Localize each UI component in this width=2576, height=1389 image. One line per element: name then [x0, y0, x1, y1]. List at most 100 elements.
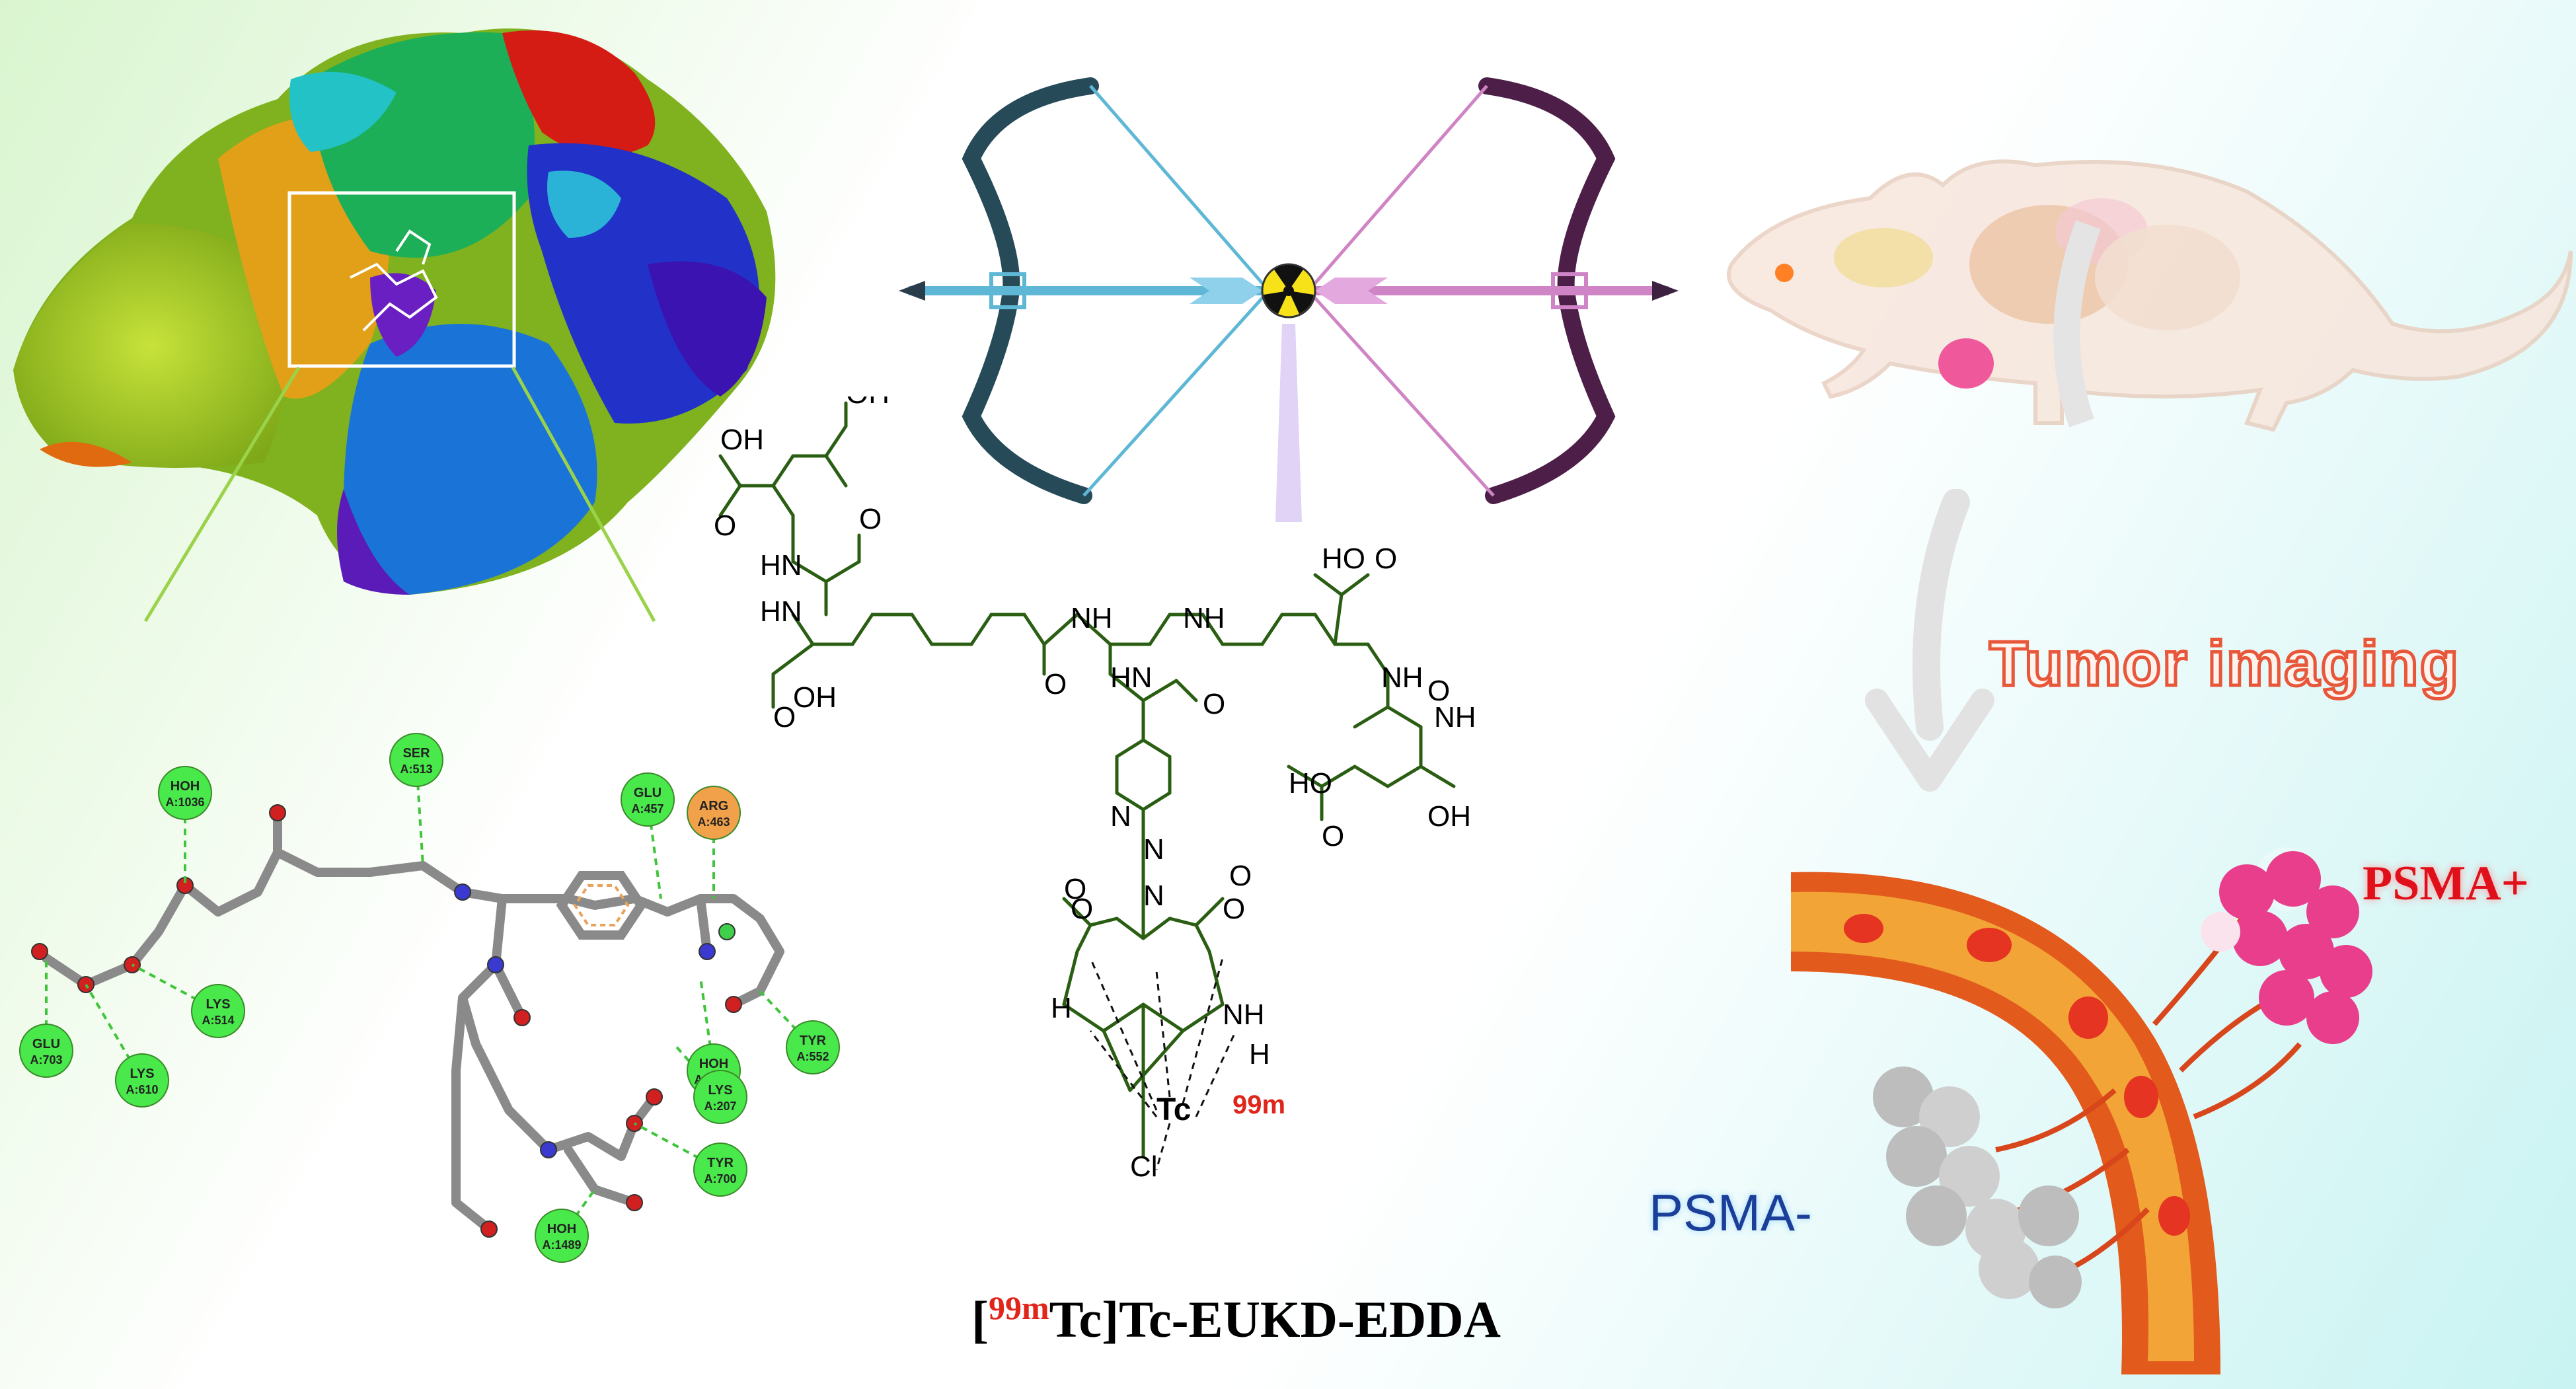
zoom-line-left — [143, 366, 301, 622]
residue-hoh-a-1036: HOH A:1036 — [158, 766, 212, 820]
title-bracket: [ — [971, 1291, 989, 1348]
chem-atom-label: NH — [1183, 602, 1225, 634]
left-bow — [899, 77, 1270, 504]
chem-atom-label: N — [1143, 833, 1164, 866]
ligand-in-pocket — [350, 229, 438, 332]
chem-atom-label: N — [1110, 800, 1131, 833]
protein-surface-panel — [13, 28, 776, 622]
chem-atom-label: H — [1249, 1038, 1270, 1070]
blood-vessel — [1791, 872, 2220, 1374]
chem-atom-label: O — [1203, 688, 1225, 720]
chem-atom-label: O — [1375, 543, 1397, 575]
residue-name: GLU — [32, 1037, 60, 1051]
psma-positive-tumor — [2201, 847, 2372, 1044]
chem-atom-label: O — [714, 509, 736, 542]
residue-id: A:457 — [631, 802, 663, 815]
chem-atom-label: H — [1051, 992, 1072, 1024]
chem-atom-label: HO — [1289, 767, 1332, 800]
residue-name: HOH — [170, 779, 200, 794]
residue-arg-a-463: ARG A:463 — [687, 786, 741, 840]
residue-id: A:463 — [697, 815, 730, 829]
compound-title: [99mTc]Tc-EUKD-EDDA — [971, 1289, 1501, 1349]
chem-atom-label: O — [1427, 675, 1450, 707]
chem-atom-label: O — [1223, 893, 1245, 925]
residue-name: HOH — [699, 1057, 728, 1071]
chemical-structure: OHOOHHNOHNOHONHOHNONHHOONHONHHOOHONNNOOH… — [714, 396, 1476, 1183]
chem-atom-label: Cl — [1130, 1150, 1158, 1183]
coordination-bonds — [1089, 957, 1237, 1170]
chem-atom-label: O — [1071, 893, 1093, 925]
residue-lys-a-610: LYS A:610 — [115, 1053, 169, 1107]
residue-lys-a-207: LYS A:207 — [693, 1070, 747, 1124]
tumor-imaging-label: Tumor imaging — [1987, 627, 2460, 701]
chem-atom-label: NH — [1381, 661, 1423, 694]
chem-atom-label: N — [1143, 880, 1164, 912]
psma-positive-label: PSMA+ — [2363, 856, 2529, 911]
chem-atom-label: HN — [760, 595, 802, 628]
vessel-tumor-illustration — [1791, 847, 2372, 1374]
right-bow — [1307, 77, 1679, 504]
bow-and-arrow-graphic — [899, 77, 1679, 522]
residue-tyr-a-700: TYR A:700 — [693, 1143, 747, 1197]
mouse-illustration — [1727, 159, 2573, 432]
residue-glu-a-703: GLU A:703 — [19, 1024, 73, 1078]
chem-atom-label: NH — [1223, 998, 1265, 1031]
residue-ser-a-513: SER A:513 — [389, 733, 443, 787]
down-arrow-graphic — [1865, 489, 1994, 792]
residue-id: A:207 — [704, 1100, 736, 1113]
residue-name: ARG — [699, 799, 728, 813]
residue-id: A:1036 — [165, 796, 204, 809]
mouse-body — [1727, 159, 2573, 432]
residue-id: A:513 — [400, 763, 432, 776]
chem-atom-label: O — [1044, 668, 1067, 700]
residue-name: SER — [402, 746, 430, 761]
residue-id: A:552 — [796, 1050, 829, 1063]
residue-id: A:514 — [202, 1014, 234, 1027]
residue-name: LYS — [130, 1067, 154, 1081]
pyridine-ring — [556, 871, 647, 940]
chem-atom-label: NH — [1434, 701, 1476, 733]
chem-atom-label: O — [1322, 820, 1344, 852]
residue-name: TYR — [800, 1033, 827, 1048]
residue-name: GLU — [634, 786, 662, 800]
chem-atom-label: O — [1064, 873, 1086, 905]
chem-atom-label: HO — [1322, 543, 1365, 575]
title-isotope: 99m — [988, 1289, 1049, 1326]
psma-negative-label: PSMA- — [1649, 1183, 1813, 1242]
down-arrow — [2053, 219, 2101, 428]
tc-isotope-label: 99m — [1232, 1090, 1286, 1119]
chem-atom-label: HN — [1110, 661, 1153, 694]
residue-glu-a-457: GLU A:457 — [621, 772, 675, 827]
residue-id: A:610 — [126, 1083, 158, 1096]
chem-atom-label: OH — [793, 681, 837, 714]
chem-atom-label: HN — [760, 549, 802, 582]
chem-bonds — [718, 401, 1456, 1158]
residue-tyr-a-552: TYR A:552 — [786, 1020, 840, 1074]
residue-id: A:1489 — [542, 1238, 581, 1252]
residue-name: LYS — [206, 997, 230, 1012]
residue-name: LYS — [708, 1083, 732, 1098]
ligand-skeleton — [42, 808, 784, 1234]
residue-id: A:700 — [704, 1172, 736, 1185]
psma-negative-tumor — [1873, 1067, 2082, 1308]
zoom-line-right — [511, 366, 656, 622]
residue-hoh-a-1489: HOH A:1489 — [535, 1209, 589, 1263]
residue-name: TYR — [707, 1156, 734, 1170]
radiation-icon — [1261, 263, 1316, 319]
binding-site-box — [287, 191, 516, 368]
light-beam — [1275, 324, 1302, 522]
chem-atom-label: O — [859, 503, 882, 535]
chem-atom-label: NH — [1071, 602, 1113, 634]
chem-atom-label: OH — [846, 396, 890, 410]
residue-id: A:703 — [30, 1053, 62, 1067]
chem-atom-label: OH — [1427, 800, 1471, 833]
chem-atom-label: O — [1229, 860, 1252, 892]
title-rest: Tc]Tc-EUKD-EDDA — [1049, 1291, 1501, 1348]
tc-atom-label: Tc — [1156, 1092, 1191, 1127]
residue-lys-a-514: LYS A:514 — [191, 984, 245, 1038]
chem-atom-label: OH — [720, 424, 764, 456]
residue-name: HOH — [547, 1222, 576, 1236]
protein-surface-image — [13, 28, 776, 595]
chem-atom-label: O — [773, 701, 796, 733]
